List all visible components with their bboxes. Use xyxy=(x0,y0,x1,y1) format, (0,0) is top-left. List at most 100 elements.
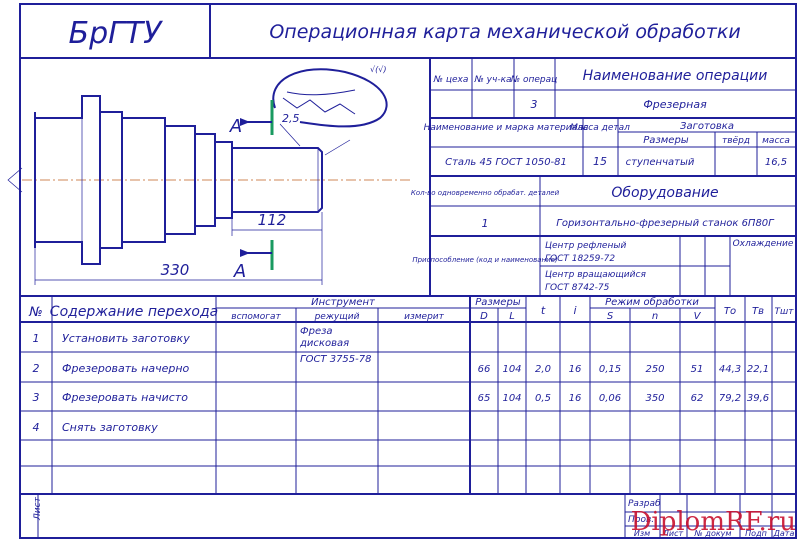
coolant-label: Охлаждение xyxy=(733,239,794,249)
blank-type-value: ступенчатый xyxy=(626,157,695,168)
table-row: 4 Снять заготовку xyxy=(33,421,159,434)
sheet-label: Лист xyxy=(33,496,43,521)
fixture-label: Приспособление (код и наименование) xyxy=(412,256,558,264)
material-value: Сталь 45 ГОСТ 1050-81 xyxy=(445,157,567,168)
row-to: 44,3 xyxy=(719,364,741,375)
col-s: S xyxy=(607,311,614,322)
row-l: 104 xyxy=(502,364,521,375)
hdr-shop: № цеха xyxy=(433,75,469,85)
row-to: 79,2 xyxy=(719,393,741,404)
table-row: 3 Фрезеровать начисто 65 104 0,5 16 0,06… xyxy=(33,391,770,404)
sheet-frame xyxy=(19,3,797,539)
col-v: V xyxy=(694,311,702,322)
col-i: i xyxy=(573,304,576,317)
blank-mass-label: масса xyxy=(762,136,790,146)
part-mass-value: 15 xyxy=(593,155,607,168)
row-cut-tool: ГОСТ 3755-78 xyxy=(300,354,372,365)
hardness-label: твёрд xyxy=(722,136,750,146)
footer-stamp: Лист Разраб Пров. Изм Лист № докум Подп … xyxy=(33,494,796,538)
row-i: 16 xyxy=(569,393,582,404)
col-sign: Подп xyxy=(745,529,767,538)
col-list: Лист xyxy=(662,529,684,538)
col-sizes: Размеры xyxy=(475,297,521,308)
col-no: № xyxy=(28,305,43,320)
col-n: n xyxy=(652,311,658,322)
section-letter-bottom: А xyxy=(233,261,246,282)
row-cut-tool-2: дисковая xyxy=(299,338,349,349)
hdr-op-name: Наименование операции xyxy=(583,68,768,84)
equipment-label: Оборудование xyxy=(611,185,718,201)
col-tool: Инструмент xyxy=(311,297,376,308)
col-date: Дата xyxy=(773,529,795,538)
row-no: 4 xyxy=(33,421,40,434)
row-n: 350 xyxy=(645,393,664,404)
sizes-label: Размеры xyxy=(643,135,689,146)
org-name: БрГТУ xyxy=(69,16,164,51)
row-tv: 39,6 xyxy=(747,393,769,404)
row-n: 250 xyxy=(645,364,664,375)
col-to: Tо xyxy=(724,306,736,317)
col-izm: Изм xyxy=(634,529,650,538)
row-content: Фрезеровать начерно xyxy=(62,362,190,375)
row-content: Фрезеровать начисто xyxy=(62,391,188,404)
hdr-operation: № операц xyxy=(510,75,558,85)
transitions-table: № Содержание перехода Инструмент вспомог… xyxy=(20,295,796,495)
row-no: 3 xyxy=(33,391,40,404)
cutter-outline xyxy=(272,68,388,128)
row-no: 2 xyxy=(33,362,40,375)
row-t: 2,0 xyxy=(535,364,551,375)
hdr-section: № уч-ка xyxy=(473,75,511,85)
col-content: Содержание перехода xyxy=(50,304,218,320)
dim-112: 112 xyxy=(258,211,287,229)
checked-label: Пров. xyxy=(628,515,654,525)
col-cut: режущий xyxy=(314,312,360,322)
roughness-mark: √(√) xyxy=(370,65,386,74)
row-i: 16 xyxy=(569,364,582,375)
row-t: 0,5 xyxy=(535,393,551,404)
col-mode: Режим обработки xyxy=(605,296,699,308)
watermark: DiplomRF.ru xyxy=(631,507,796,537)
row-l: 104 xyxy=(502,393,521,404)
col-doc: № докум xyxy=(694,529,732,538)
operation-no: 3 xyxy=(531,98,538,111)
row-tv: 22,1 xyxy=(747,364,769,375)
operation-name: Фрезерная xyxy=(643,98,707,111)
row-content: Снять заготовку xyxy=(62,421,158,434)
section-letter-top: А xyxy=(229,116,242,137)
operation-header-grid: № цеха № уч-ка № операц Наименование опе… xyxy=(411,58,796,296)
col-tsht: Tшт xyxy=(775,307,795,317)
row-s: 0,06 xyxy=(599,393,621,404)
col-t: t xyxy=(541,304,546,317)
blank-label: Заготовка xyxy=(680,121,734,132)
row-content: Установить заготовку xyxy=(62,332,190,345)
mass-label: Масса детал xyxy=(570,123,630,133)
col-l: L xyxy=(509,311,515,322)
material-label: Наименование и марка материала xyxy=(424,123,589,133)
fixture-2b: ГОСТ 8742-75 xyxy=(545,283,610,293)
developed-label: Разраб xyxy=(628,499,661,509)
row-d: 66 xyxy=(478,364,491,375)
qty-label: Кол-во одновременно обрабат. деталей xyxy=(411,189,560,197)
equipment-value: Горизонтально-фрезерный станок 6П80Г xyxy=(556,218,775,229)
row-v: 62 xyxy=(691,393,704,404)
qty-value: 1 xyxy=(482,217,489,230)
blank-mass-value: 16,5 xyxy=(765,157,787,168)
row-s: 0,15 xyxy=(599,364,621,375)
row-v: 51 xyxy=(691,364,704,375)
card-title: Операционная карта механической обработк… xyxy=(269,21,740,43)
fixture-1b: ГОСТ 18259-72 xyxy=(545,254,615,264)
part-drawing: А А 2,5 112 330 √(√) xyxy=(7,65,410,285)
row-no: 1 xyxy=(33,332,40,345)
dim-330: 330 xyxy=(161,261,190,279)
col-d: D xyxy=(480,311,488,322)
col-aux: вспомогат xyxy=(231,312,281,322)
chamfer-label: 2,5 xyxy=(282,112,300,125)
table-row: 1 Установить заготовку Фреза дисковая xyxy=(33,326,350,349)
fixture-2a: Центр вращающийся xyxy=(545,270,646,280)
col-tv: Tв xyxy=(752,306,764,317)
col-meas: измерит xyxy=(404,312,445,322)
table-row: 2 Фрезеровать начерно ГОСТ 3755-78 66 10… xyxy=(33,354,770,375)
row-cut-tool: Фреза xyxy=(300,326,333,337)
row-d: 65 xyxy=(478,393,491,404)
